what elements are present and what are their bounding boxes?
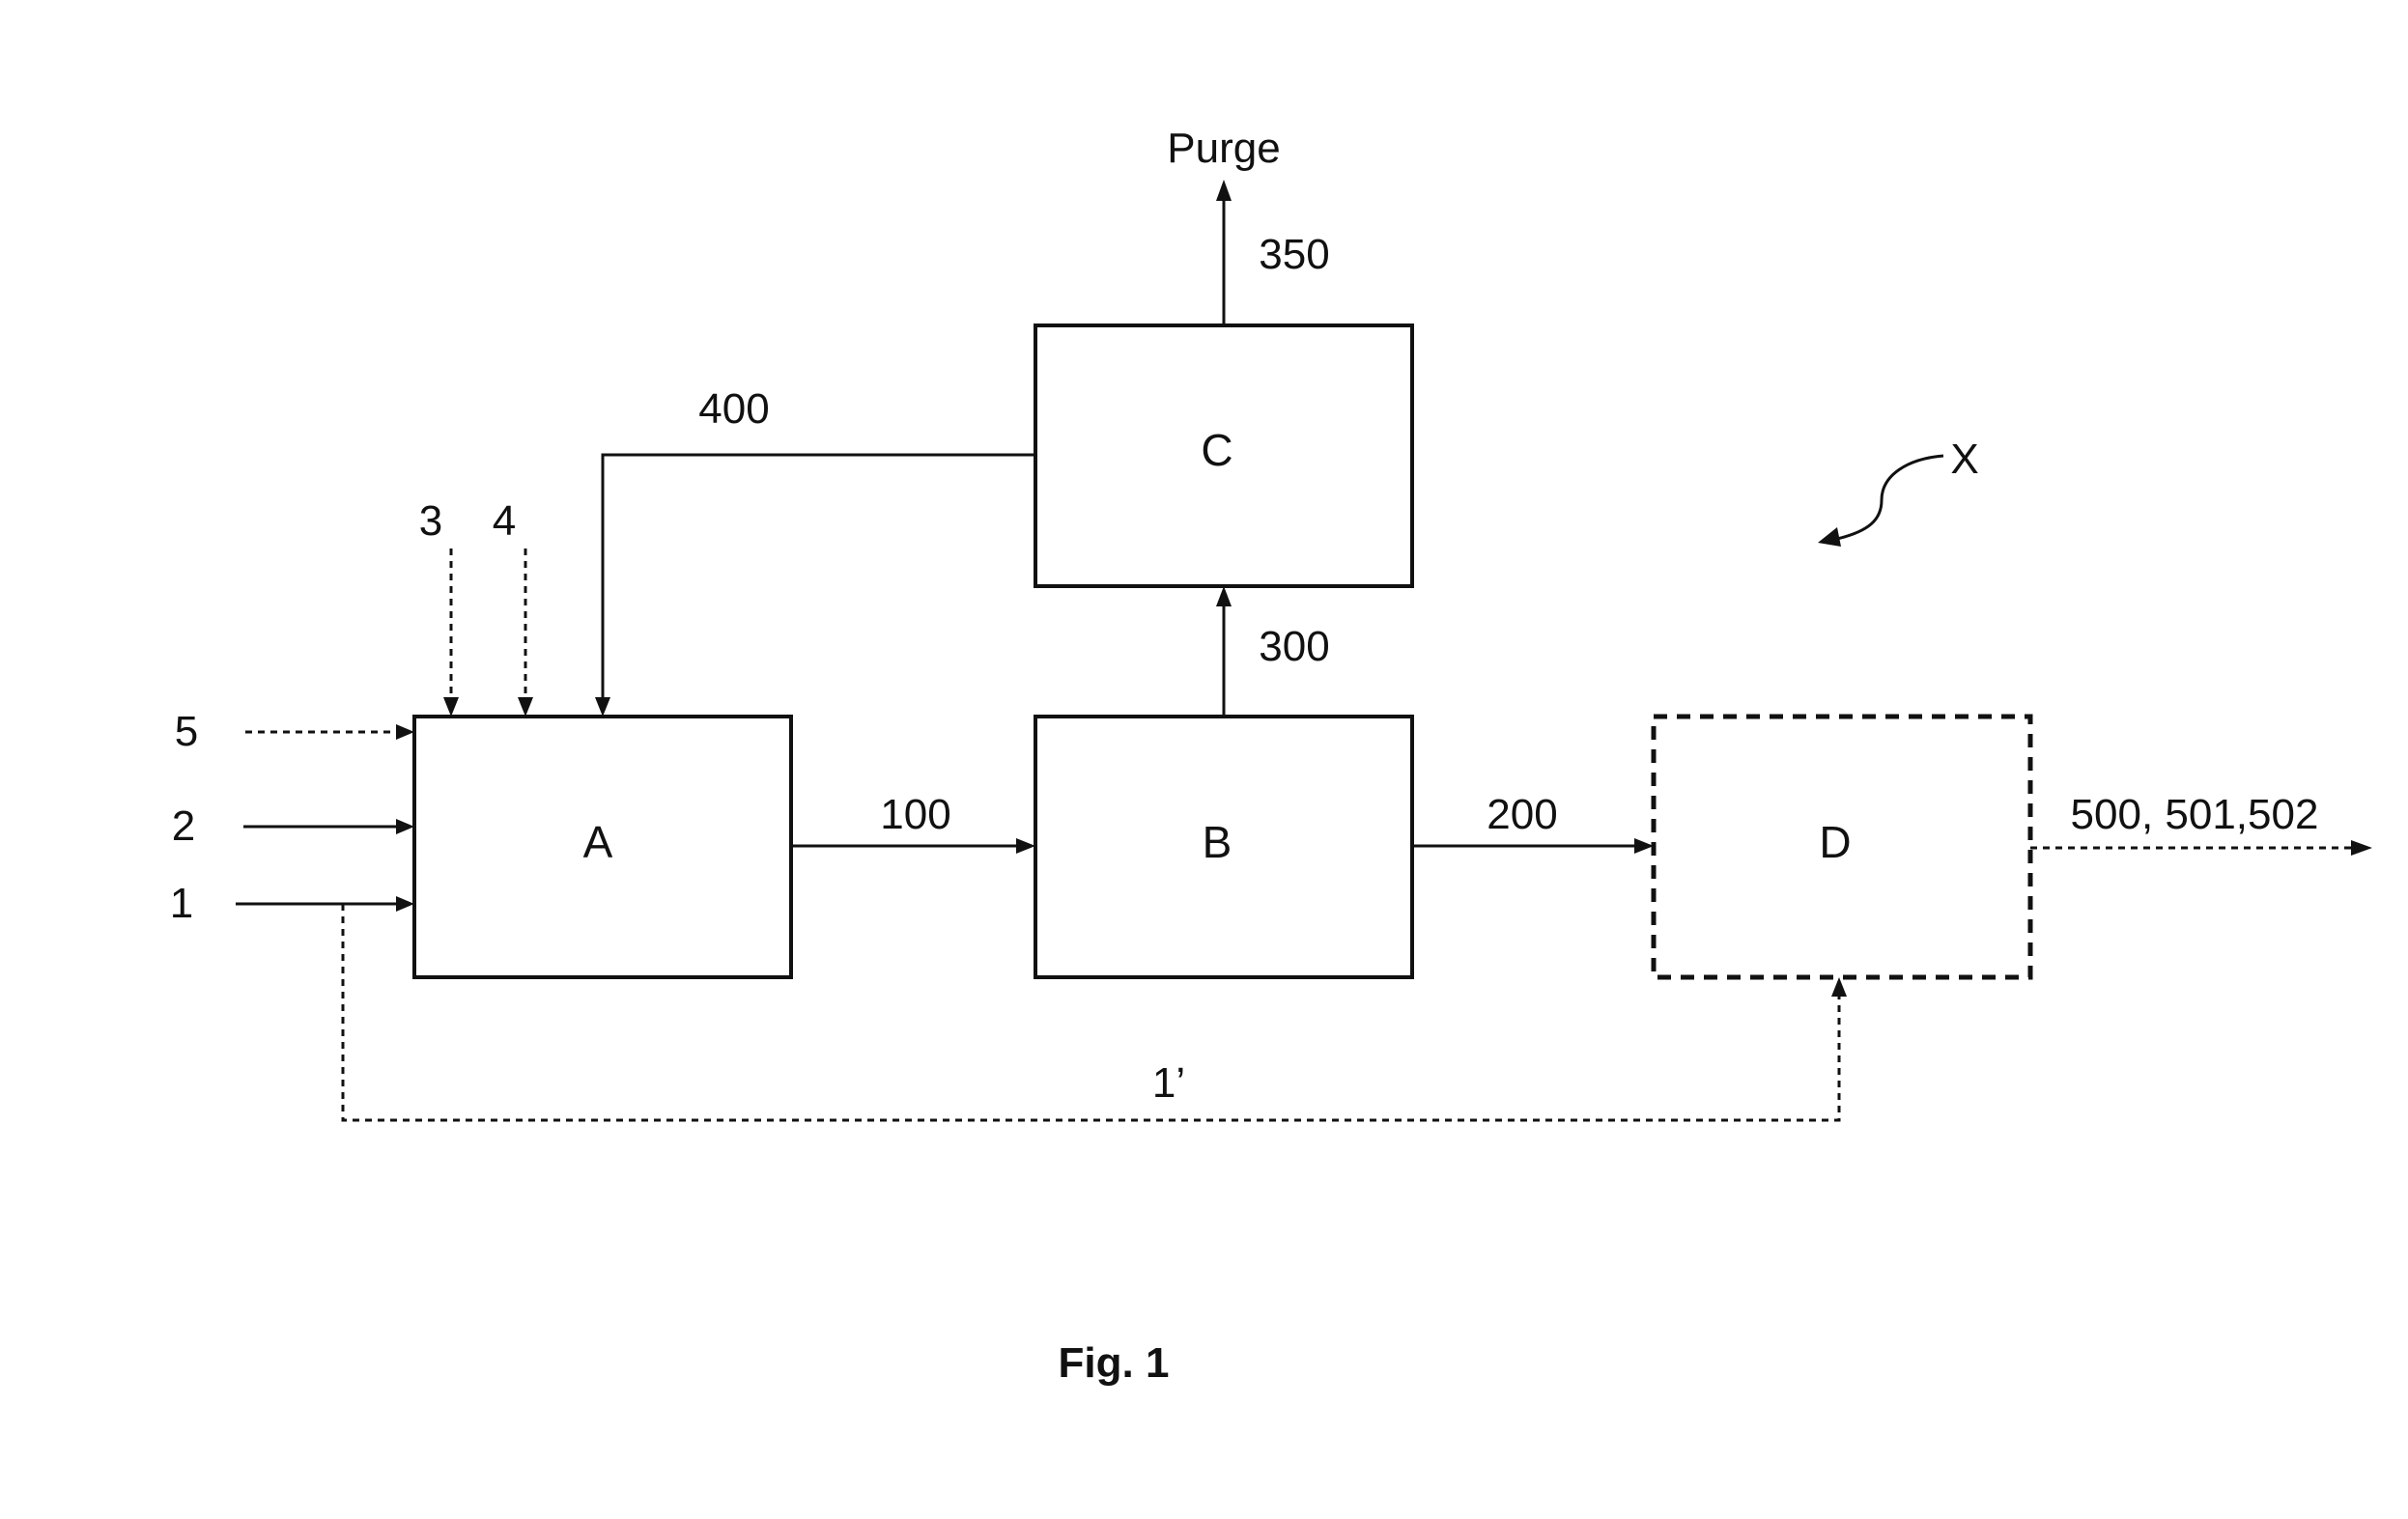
block-b-label: B <box>1203 817 1232 867</box>
purge-label: Purge <box>1167 125 1280 172</box>
stream-100-label: 100 <box>880 791 950 838</box>
stream-2-arrowhead <box>396 819 414 834</box>
stream-3-label: 3 <box>419 497 442 545</box>
stream-200-arrowhead <box>1634 838 1654 854</box>
stream-1-prime-line <box>341 904 1841 1122</box>
block-a <box>412 715 793 979</box>
system-label: X <box>1950 436 1978 483</box>
stream-5-arrowhead <box>396 724 414 740</box>
block-d-label: D <box>1819 817 1851 867</box>
stream-1-label: 1 <box>170 880 193 927</box>
figure-caption: Fig. 1 <box>1059 1339 1170 1387</box>
stream-1-arrowhead <box>396 896 414 912</box>
stream-400-line <box>601 453 1035 699</box>
stream-350-arrowhead <box>1216 180 1232 201</box>
stream-200-label: 200 <box>1487 791 1557 838</box>
stream-2-label: 2 <box>172 802 195 850</box>
stream-300-arrowhead <box>1216 586 1232 606</box>
stream-1-prime-arrowhead <box>1831 977 1847 997</box>
system-pointer-arrowhead <box>1818 527 1841 547</box>
stream-400-label: 400 <box>698 385 769 433</box>
stream-4-label: 4 <box>493 497 516 545</box>
stream-3-arrowhead <box>443 697 459 717</box>
stream-400-arrowhead <box>595 697 610 717</box>
stream-300-label: 300 <box>1259 623 1329 670</box>
output-stream-arrowhead <box>2351 840 2372 856</box>
output-stream-label: 500, 501,502 <box>2071 791 2319 838</box>
block-d <box>1651 714 2033 980</box>
block-a-label: A <box>583 817 613 867</box>
block-c-label: C <box>1201 425 1232 475</box>
stream-1-prime-label: 1’ <box>1152 1059 1185 1107</box>
system-pointer-arrow <box>1836 454 1944 541</box>
stream-100-arrowhead <box>1016 838 1035 854</box>
stream-5-label: 5 <box>175 708 198 755</box>
stream-4-arrowhead <box>518 697 533 717</box>
block-b <box>1034 715 1414 979</box>
stream-350-label: 350 <box>1259 231 1329 278</box>
